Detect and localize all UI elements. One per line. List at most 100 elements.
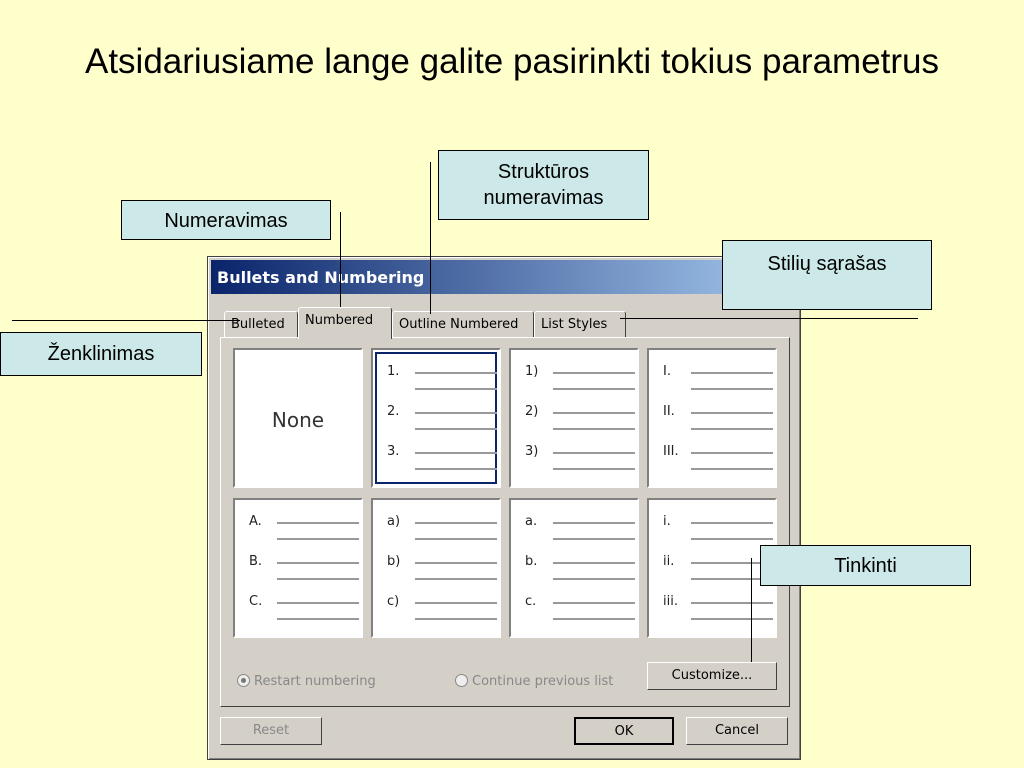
dialog-titlebar[interactable]: Bullets and Numbering ✕ bbox=[211, 260, 797, 294]
preview-line bbox=[415, 428, 497, 430]
preview-line bbox=[553, 578, 635, 580]
list-marker: ii. bbox=[663, 554, 675, 569]
cancel-button[interactable]: Cancel bbox=[686, 717, 788, 745]
list-marker: 3) bbox=[525, 444, 539, 459]
connector-stiliu bbox=[620, 318, 918, 319]
list-marker: I. bbox=[663, 364, 671, 379]
callout-stiliu-sarasas: Stilių sąrašas bbox=[722, 240, 932, 310]
preview-line bbox=[415, 538, 497, 540]
tab-outline-numbered[interactable]: Outline Numbered bbox=[392, 311, 534, 337]
list-marker: a) bbox=[387, 514, 401, 529]
tab-list-styles[interactable]: List Styles bbox=[534, 311, 626, 337]
callout-zenklinimas: Ženklinimas bbox=[0, 332, 202, 376]
preview-line bbox=[691, 428, 773, 430]
list-marker: c) bbox=[387, 594, 400, 609]
connector-numeravimas bbox=[340, 212, 341, 320]
style-row: I. bbox=[663, 364, 773, 390]
preview-line bbox=[277, 578, 359, 580]
preview-line bbox=[691, 578, 773, 580]
style-cell[interactable]: I. II. III. bbox=[647, 348, 777, 488]
preview-line bbox=[553, 428, 635, 430]
style-row: a. bbox=[525, 514, 635, 540]
preview-line bbox=[415, 562, 497, 564]
style-row: b. bbox=[525, 554, 635, 580]
style-row: 1. bbox=[387, 364, 497, 390]
list-marker: 2. bbox=[387, 404, 400, 419]
style-row: III. bbox=[663, 444, 773, 470]
restart-numbering-label: Restart numbering bbox=[254, 674, 376, 689]
style-none[interactable]: None bbox=[233, 348, 363, 488]
style-row: a) bbox=[387, 514, 497, 540]
style-row: c) bbox=[387, 594, 497, 620]
list-marker: b) bbox=[387, 554, 401, 569]
preview-line bbox=[277, 618, 359, 620]
continue-previous-radio[interactable]: Continue previous list bbox=[455, 674, 613, 689]
preview-line bbox=[691, 602, 773, 604]
preview-line bbox=[691, 468, 773, 470]
none-label: None bbox=[271, 408, 325, 432]
preview-line bbox=[553, 562, 635, 564]
style-row: 1) bbox=[525, 364, 635, 390]
style-row: c. bbox=[525, 594, 635, 620]
list-marker: B. bbox=[249, 554, 263, 569]
list-marker: a. bbox=[525, 514, 538, 529]
preview-line bbox=[553, 372, 635, 374]
style-cell[interactable]: a. b. c. bbox=[509, 498, 639, 638]
preview-line bbox=[691, 452, 773, 454]
preview-line bbox=[553, 618, 635, 620]
list-marker: c. bbox=[525, 594, 537, 609]
dialog-title: Bullets and Numbering bbox=[217, 268, 425, 287]
radio-checked-icon bbox=[237, 674, 250, 687]
list-marker: i. bbox=[663, 514, 671, 529]
style-cell[interactable]: i. ii. iii. bbox=[647, 498, 777, 638]
preview-line bbox=[691, 372, 773, 374]
tab-bulleted[interactable]: Bulleted bbox=[224, 311, 298, 337]
style-cell[interactable]: 1) 2) 3) bbox=[509, 348, 639, 488]
preview-line bbox=[553, 388, 635, 390]
list-marker: iii. bbox=[663, 594, 678, 609]
preview-line bbox=[691, 618, 773, 620]
preview-line bbox=[553, 602, 635, 604]
list-marker: b. bbox=[525, 554, 538, 569]
style-row: C. bbox=[249, 594, 359, 620]
style-cell[interactable]: A. B. C. bbox=[233, 498, 363, 638]
preview-line bbox=[553, 538, 635, 540]
style-cell[interactable]: a) b) c) bbox=[371, 498, 501, 638]
connector-zenklinimas bbox=[12, 320, 240, 321]
preview-line bbox=[415, 412, 497, 414]
style-row: 2. bbox=[387, 404, 497, 430]
preview-line bbox=[415, 452, 497, 454]
list-marker: 1. bbox=[387, 364, 400, 379]
preview-line bbox=[553, 452, 635, 454]
preview-line bbox=[277, 562, 359, 564]
tab-numbered[interactable]: Numbered bbox=[298, 307, 392, 339]
preview-line bbox=[415, 618, 497, 620]
style-cell[interactable]: 1. 2. 3. bbox=[371, 348, 501, 488]
style-row: II. bbox=[663, 404, 773, 430]
preview-line bbox=[691, 388, 773, 390]
preview-line bbox=[691, 522, 773, 524]
style-row: A. bbox=[249, 514, 359, 540]
continue-previous-label: Continue previous list bbox=[472, 674, 614, 689]
list-marker: C. bbox=[249, 594, 263, 609]
callout-numeravimas: Numeravimas bbox=[121, 200, 331, 240]
preview-line bbox=[277, 538, 359, 540]
callout-strukturos-numeravimas: Struktūros numeravimas bbox=[438, 150, 649, 220]
preview-line bbox=[691, 538, 773, 540]
preview-line bbox=[415, 468, 497, 470]
style-row: i. bbox=[663, 514, 773, 540]
preview-line bbox=[415, 522, 497, 524]
list-marker: 1) bbox=[525, 364, 539, 379]
style-row: 3. bbox=[387, 444, 497, 470]
list-marker: 2) bbox=[525, 404, 539, 419]
style-row: 3) bbox=[525, 444, 635, 470]
restart-numbering-radio[interactable]: Restart numbering bbox=[237, 674, 376, 689]
preview-line bbox=[553, 412, 635, 414]
preview-line bbox=[415, 578, 497, 580]
ok-button[interactable]: OK bbox=[574, 717, 674, 745]
style-row: 2) bbox=[525, 404, 635, 430]
preview-line bbox=[553, 468, 635, 470]
reset-button[interactable]: Reset bbox=[220, 717, 322, 745]
customize-button[interactable]: Customize... bbox=[647, 662, 777, 690]
numbered-tab-panel: None 1. 2. 3. 1) 2) 3) I. II. III. A. B. C. a) b)… bbox=[220, 337, 790, 707]
